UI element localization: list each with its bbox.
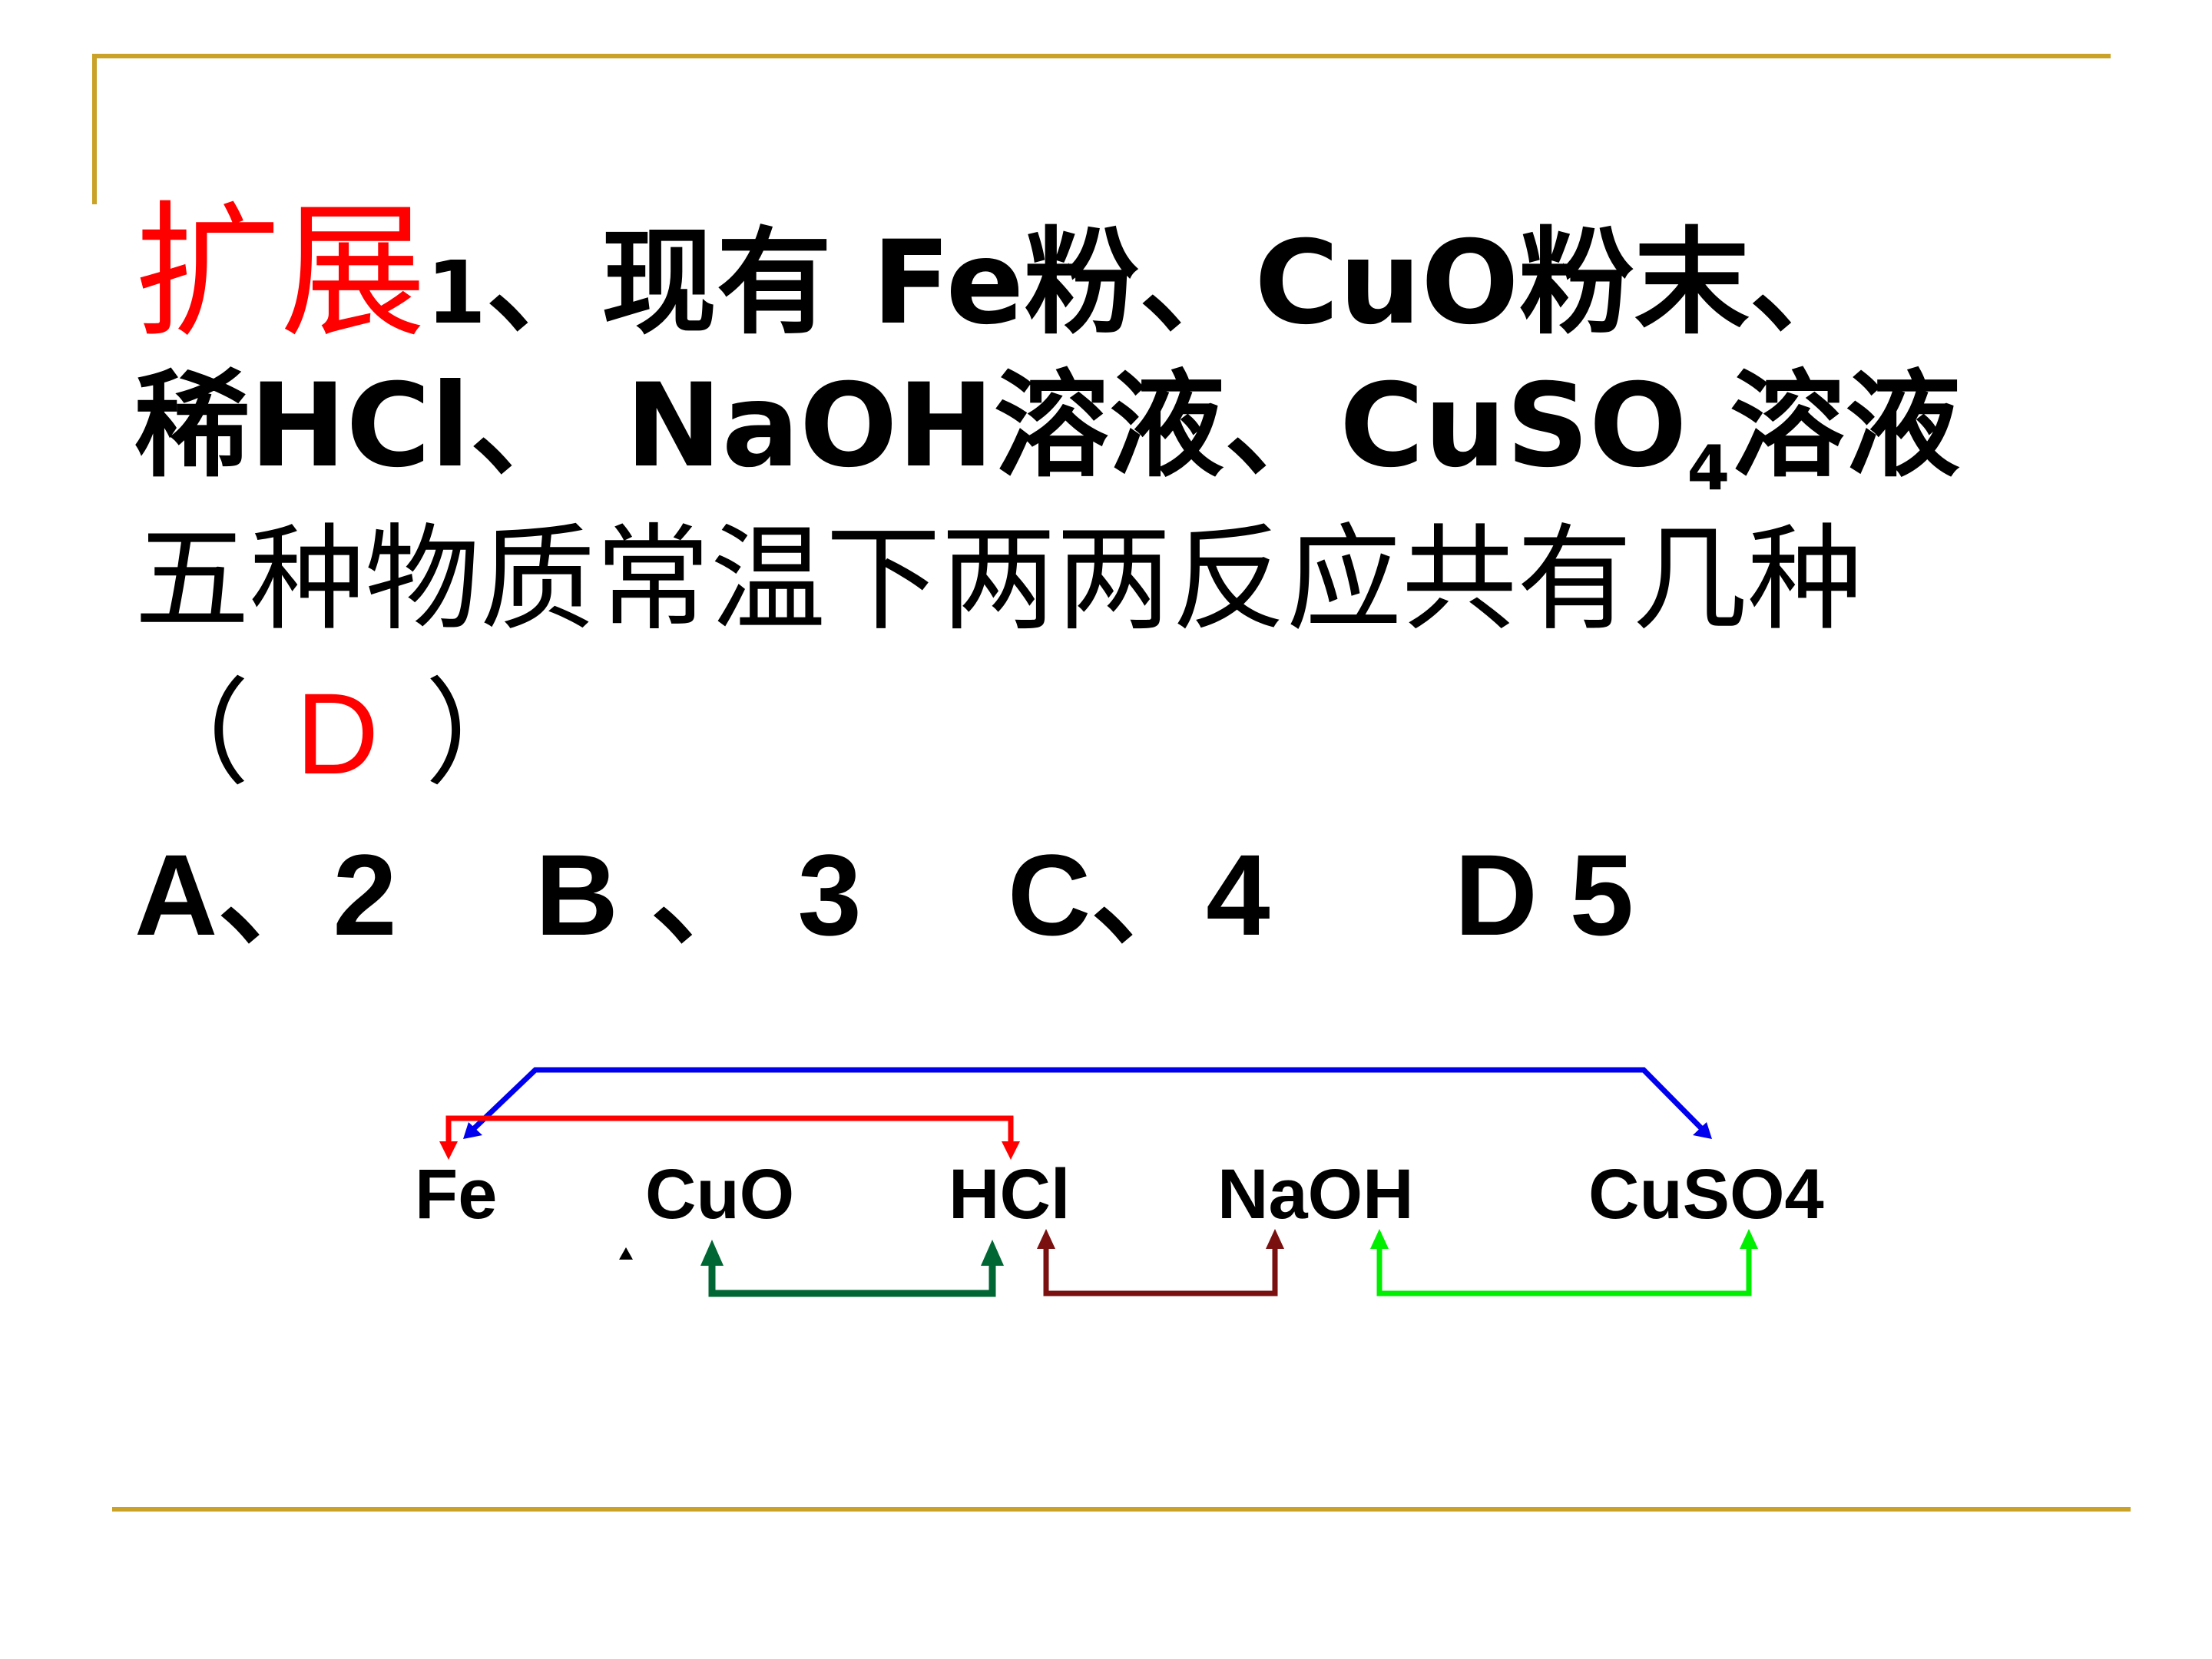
answer-letter: D	[296, 669, 379, 798]
connector-naoh-cuso4	[1376, 1244, 1752, 1296]
option-b: B 、 3	[535, 830, 862, 959]
substance-cuo: CuO	[645, 1155, 795, 1233]
substance-fe: Fe	[415, 1155, 498, 1233]
substance-hcl: HCl	[949, 1155, 1071, 1233]
question-line-2-text-b: 溶液	[1730, 359, 1961, 493]
left-decorative-line	[92, 54, 97, 204]
top-decorative-line	[92, 54, 2111, 58]
substance-cuso4: CuSO4	[1588, 1155, 1824, 1233]
connector-hcl-naoh	[1043, 1244, 1278, 1296]
bottom-decorative-line	[112, 1507, 2131, 1512]
small-triangle-marker	[619, 1247, 633, 1260]
question-line-3: 五种物质常温下两两反应共有几种	[134, 513, 1863, 647]
question-line-2-text-a: 稀HCl、 NaOH溶液、CuSO	[134, 359, 1687, 493]
arrowhead-cuso4-end	[1693, 1122, 1712, 1139]
option-d: D 5	[1454, 830, 1634, 959]
arrowhead-hcl-green	[981, 1240, 1004, 1266]
open-paren: （	[134, 667, 250, 801]
close-paren: ）	[425, 667, 541, 801]
substance-naoh: NaOH	[1217, 1155, 1414, 1233]
question-line-4: （ D ）	[134, 657, 540, 811]
question-number: 1	[426, 243, 486, 343]
option-c: C、4	[1007, 830, 1270, 959]
question-line-1-text: 、现有 Fe粉、CuO粉末、	[485, 217, 1865, 350]
extension-label: 扩展	[134, 187, 427, 357]
options-row: A、2 B 、 3 C、4 D 5	[134, 818, 1634, 972]
option-a: A、2	[134, 830, 397, 959]
arrowhead-fe-end	[463, 1122, 482, 1139]
connector-cuo-hcl	[708, 1260, 996, 1297]
connector-fe-hcl	[445, 1115, 1014, 1146]
question-line-2: 稀HCl、 NaOH溶液、CuSO4溶液	[134, 349, 1960, 503]
connector-fe-cuso4	[465, 1067, 1710, 1137]
arrowhead-cuo-green	[700, 1240, 724, 1266]
question-line-1: 扩展1、现有 Fe粉、CuO粉末、	[134, 196, 1865, 370]
subscript-4: 4	[1687, 432, 1730, 504]
